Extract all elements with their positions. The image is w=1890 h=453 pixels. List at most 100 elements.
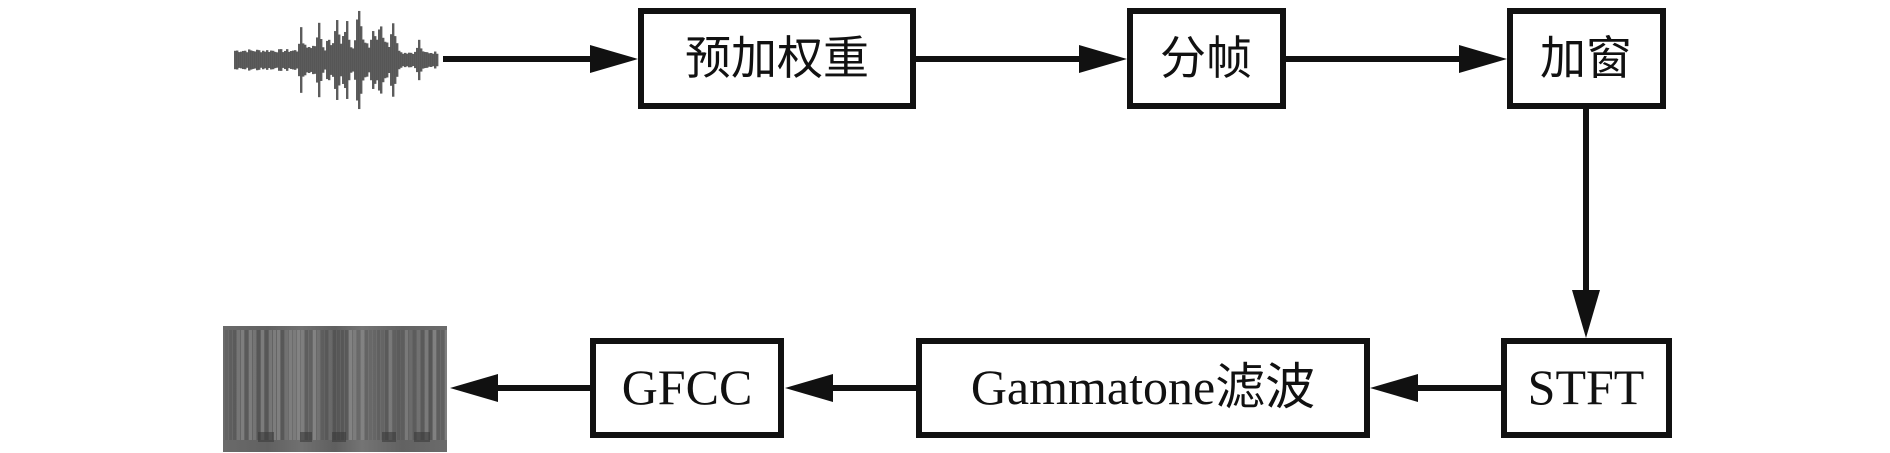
node-label: 加窗 [1540, 33, 1632, 84]
spectrogram-column [309, 330, 312, 440]
spectrogram-dark-band [414, 432, 430, 442]
waveform-sample [404, 52, 407, 68]
waveform-sample [246, 52, 249, 68]
waveform-sample [364, 42, 367, 78]
waveform-sample [328, 39, 331, 81]
spectrogram-dark-band [332, 432, 346, 442]
spectrogram-column [429, 330, 432, 440]
waveform-sample [374, 36, 377, 84]
node-preemphasis: 预加权重 [638, 8, 916, 109]
waveform-sample [400, 52, 403, 68]
waveform-sample [338, 34, 341, 86]
spectrogram-column [317, 330, 320, 440]
spectrogram-column [437, 330, 440, 440]
waveform-sample [418, 39, 421, 81]
node-gammatone: Gammatone滤波 [916, 338, 1370, 438]
waveform-sample [382, 37, 385, 83]
arrowhead-icon [1459, 45, 1507, 73]
spectrogram-column [373, 330, 376, 440]
waveform-sample [384, 41, 387, 79]
node-label: 预加权重 [685, 33, 869, 84]
waveform-sample [234, 50, 237, 70]
waveform-sample [316, 37, 319, 83]
spectrogram-column [361, 330, 364, 440]
spectrogram-column [297, 330, 300, 440]
waveform-sample [424, 51, 427, 69]
arrowhead-icon [450, 374, 498, 402]
spectrogram-column [233, 330, 236, 440]
spectrogram-column [381, 330, 384, 440]
waveform-sample [266, 50, 269, 70]
edge-framing-to-windowing [1286, 45, 1507, 73]
spectrogram-column [253, 330, 256, 440]
waveform-sample [358, 10, 361, 110]
spectrogram-column [293, 330, 296, 440]
waveform-sample [274, 51, 277, 69]
spectrogram-column [241, 330, 244, 440]
waveform-sample [290, 51, 293, 69]
spectrogram-column [357, 330, 360, 440]
waveform-sample [304, 44, 307, 76]
arrowhead-icon [1572, 290, 1600, 338]
waveform-sample [242, 50, 245, 70]
waveform-sample [348, 39, 351, 81]
waveform-sample [420, 48, 423, 72]
waveform-sample [422, 51, 425, 69]
waveform-sample [336, 20, 339, 100]
waveform-sample [398, 50, 401, 70]
waveform-sample [346, 21, 349, 99]
waveform-sample [258, 50, 261, 70]
waveform-sample [284, 50, 287, 70]
waveform-sample [392, 23, 395, 97]
spectrogram-column [421, 330, 424, 440]
spectrogram-column [377, 330, 380, 440]
waveform-sample [330, 45, 333, 75]
waveform-sample [408, 52, 411, 68]
waveform-sample [262, 50, 265, 70]
waveform-sample [360, 26, 363, 94]
waveform-sample [236, 50, 239, 70]
waveform-sample [436, 53, 439, 67]
waveform-sample [256, 49, 259, 71]
waveform-sample [300, 27, 303, 93]
spectrogram-column [345, 330, 348, 440]
spectrogram-column [301, 330, 304, 440]
waveform-sample [282, 52, 285, 68]
spectrogram-column [285, 330, 288, 440]
waveform-sample [368, 47, 371, 73]
waveform-sample [416, 47, 419, 73]
waveform-sample [342, 36, 345, 84]
waveform-sample [402, 53, 405, 67]
spectrogram-column [445, 330, 448, 440]
waveform-sample [320, 39, 323, 81]
waveform-sample [380, 26, 383, 94]
waveform-sample [356, 19, 359, 101]
node-stft: STFT [1501, 338, 1672, 438]
spectrogram-column [389, 330, 392, 440]
waveform-sample [252, 51, 255, 69]
waveform-sample [238, 52, 241, 68]
spectrogram-column [321, 330, 324, 440]
spectrogram-column [417, 330, 420, 440]
spectrogram-column [245, 330, 248, 440]
spectrogram-column [405, 330, 408, 440]
arrowhead-icon [1079, 45, 1127, 73]
waveform-sample [354, 40, 357, 80]
waveform-sample [386, 42, 389, 78]
waveform-sample [366, 43, 369, 77]
waveform-sample [412, 53, 415, 67]
waveform-sample [292, 50, 295, 70]
arrowhead-icon [785, 374, 833, 402]
spectrogram-column [393, 330, 396, 440]
waveform-sample [434, 51, 437, 69]
spectrogram-column [409, 330, 412, 440]
spectrogram-column [249, 330, 252, 440]
spectrogram-dark-band [300, 432, 312, 442]
spectrogram-column [277, 330, 280, 440]
node-label: 分帧 [1160, 33, 1252, 84]
waveform-sample [414, 51, 417, 69]
waveform-sample [376, 39, 379, 81]
edge-windowing-to-stft [1572, 109, 1600, 338]
spectrogram-column [257, 330, 260, 440]
spectrogram-column [341, 330, 344, 440]
